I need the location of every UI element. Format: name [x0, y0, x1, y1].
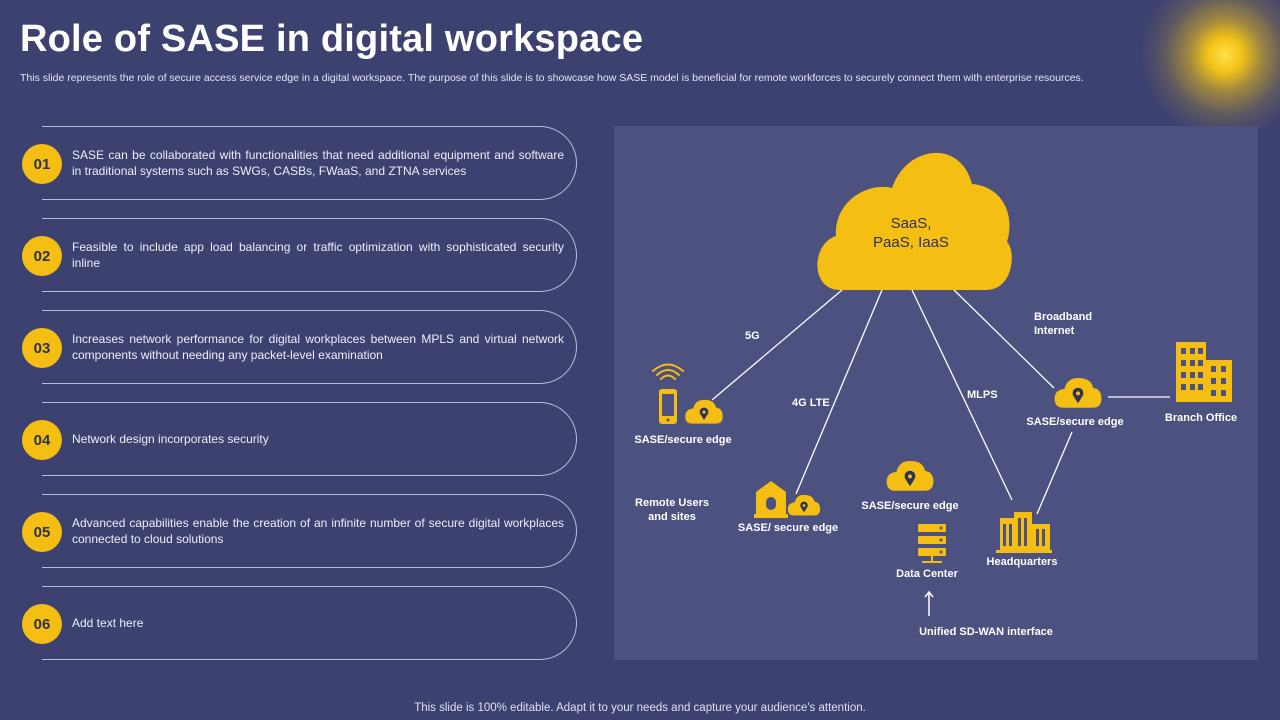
- list-item-text: SASE can be collaborated with functional…: [72, 148, 564, 178]
- list-item-04: 04 Network design incorporates security: [22, 402, 577, 476]
- list-item-text: Increases network performance for digita…: [72, 332, 564, 362]
- link-label-4g-lte: 4G LTE: [792, 397, 830, 409]
- headquarters-label: Headquarters: [986, 556, 1058, 568]
- number-badge: 04: [22, 420, 62, 460]
- arrow-up-icon: [924, 590, 934, 616]
- sun-glow-decoration: [1140, 0, 1280, 140]
- link-label-5g: 5G: [745, 330, 760, 342]
- cloud-location-icon: [787, 494, 821, 516]
- list-item-01: 01 SASE can be collaborated with functio…: [22, 126, 577, 200]
- list-item-06: 06 Add text here: [22, 586, 577, 660]
- cloud-services-label: SaaS, PaaS, IaaS: [873, 215, 949, 251]
- cloud-location-icon: [886, 461, 934, 491]
- data-center-label: Data Center: [896, 568, 958, 580]
- list-item-text: Feasible to include app load balancing o…: [72, 240, 564, 270]
- sase-diagram-panel: SaaS, PaaS, IaaS 5G 4G LTE MLPS Broadban…: [614, 126, 1258, 660]
- branch-office-label: Branch Office: [1164, 412, 1238, 424]
- number-badge: 05: [22, 512, 62, 552]
- main-cloud-icon: [817, 152, 1012, 290]
- wifi-icon: [652, 363, 684, 380]
- list-item-05: 05 Advanced capabilities enable the crea…: [22, 494, 577, 568]
- number-badge: 01: [22, 144, 62, 184]
- building-icon: [754, 481, 788, 518]
- list-item-03: 03 Increases network performance for dig…: [22, 310, 577, 384]
- edge-label-broadband: SASE/secure edge: [1026, 416, 1124, 428]
- list-item-text: Advanced capabilities enable the creatio…: [72, 516, 564, 546]
- link-label-mlps: MLPS: [967, 389, 998, 401]
- diagram-graphics: [652, 152, 1232, 616]
- server-icon: [918, 524, 946, 563]
- page-subtitle: This slide represents the role of secure…: [20, 72, 1084, 84]
- number-badge: 02: [22, 236, 62, 276]
- cloud-location-icon: [685, 399, 723, 424]
- number-badge: 06: [22, 604, 62, 644]
- page-title: Role of SASE in digital workspace: [20, 18, 644, 60]
- edge-label-remote: SASE/ secure edge: [737, 522, 839, 534]
- sdwan-label: Unified SD-WAN interface: [919, 626, 1053, 638]
- office-building-icon: [996, 512, 1052, 553]
- link-label-broadband: Broadband Internet: [1034, 311, 1093, 337]
- edge-label-center: SASE/secure edge: [861, 500, 959, 512]
- office-building-icon: [1176, 342, 1232, 402]
- remote-users-label: Remote Users and sites: [635, 497, 709, 523]
- list-item-text: Add text here: [72, 616, 144, 630]
- footer-note: This slide is 100% editable. Adapt it to…: [414, 702, 866, 714]
- connection-lines: [711, 289, 1170, 515]
- number-badge: 03: [22, 328, 62, 368]
- cloud-location-icon: [1054, 378, 1102, 408]
- edge-label-mobile: SASE/secure edge: [634, 434, 732, 446]
- mobile-phone-icon: [659, 389, 677, 424]
- list-item-text: Network design incorporates security: [72, 432, 269, 446]
- list-item-02: 02 Feasible to include app load balancin…: [22, 218, 577, 292]
